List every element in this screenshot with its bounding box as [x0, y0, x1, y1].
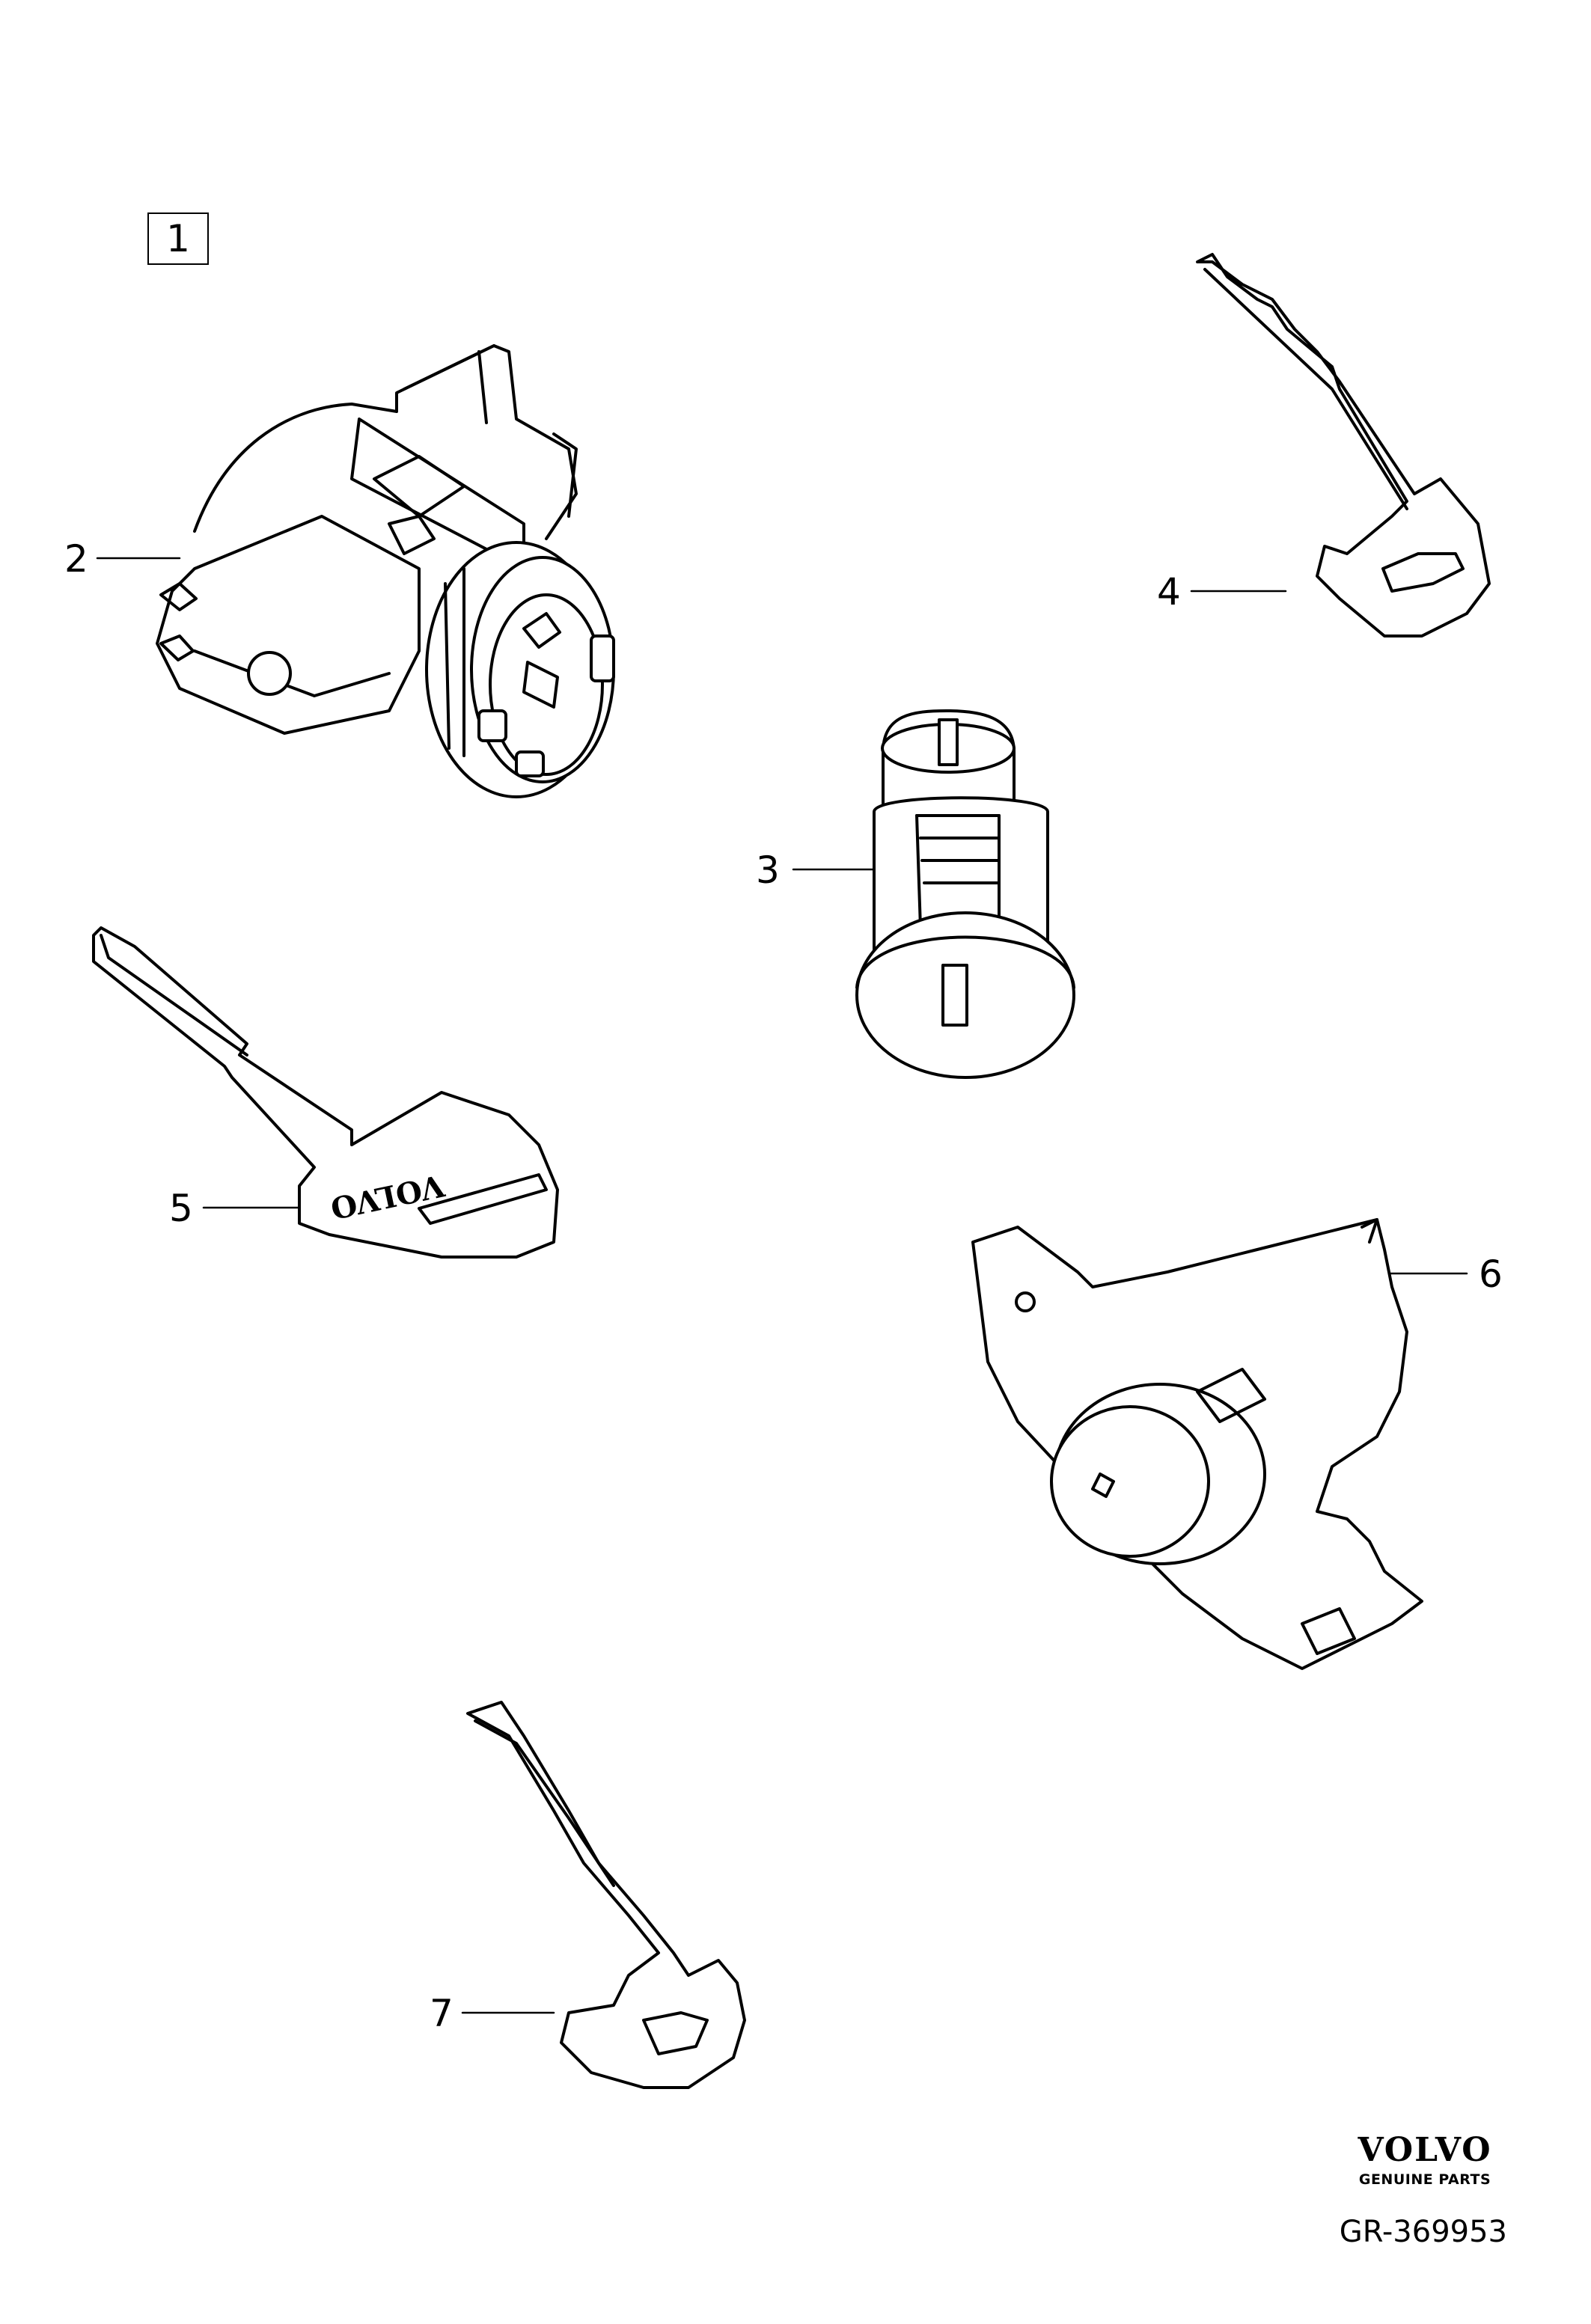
group-label-box: 1 [147, 212, 209, 265]
key-blade-drawing: VOLVO [92, 926, 559, 1259]
lock-cylinder-drawing [855, 709, 1075, 1079]
diagram-reference: GR-369953 [1339, 2215, 1507, 2249]
emergency-key-blade-drawing [466, 1701, 746, 2089]
group-label: 1 [166, 217, 190, 260]
brand-block: VOLVO GENUINE PARTS [1328, 2131, 1522, 2189]
callout-7: 7 [430, 1992, 454, 2035]
callout-2: 2 [64, 537, 88, 581]
callout-4: 4 [1157, 570, 1181, 614]
callout-3: 3 [756, 848, 780, 892]
brand-logo: VOLVO [1358, 2131, 1492, 2169]
leader-lines [96, 557, 1468, 2014]
callout-6: 6 [1479, 1253, 1503, 1296]
callout-5: 5 [169, 1187, 193, 1230]
folding-key-blade-drawing [1196, 253, 1491, 637]
door-lock-housing-drawing [971, 1218, 1423, 1670]
brand-subtitle: GENUINE PARTS [1358, 2171, 1491, 2188]
ignition-lock-drawing [156, 344, 615, 798]
